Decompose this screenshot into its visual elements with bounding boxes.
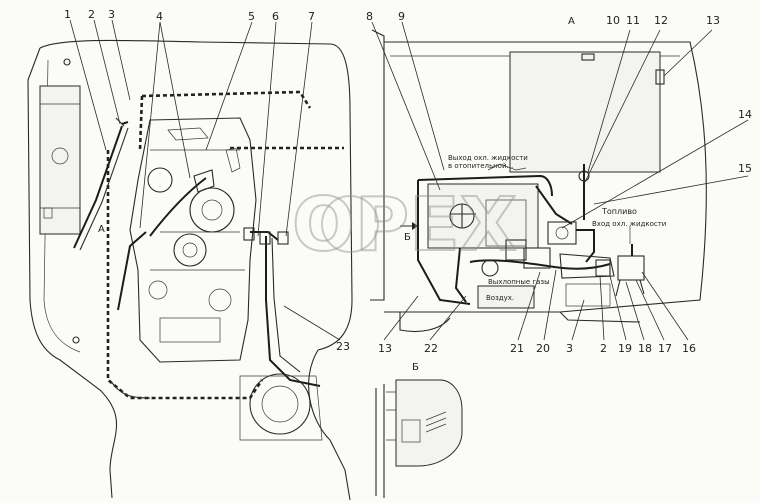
coolant-hose-left bbox=[73, 117, 129, 251]
callout-5: 5 bbox=[248, 10, 255, 23]
view-label-b-detail: Б bbox=[412, 362, 419, 373]
callout-22: 22 bbox=[424, 342, 438, 355]
callout-7: 7 bbox=[308, 10, 315, 23]
coolant-hose-center bbox=[117, 169, 215, 311]
callout-10: 10 bbox=[606, 14, 620, 27]
callout-13: 13 bbox=[706, 14, 720, 27]
section-arrow-b: Б bbox=[400, 222, 418, 243]
wheel-arch bbox=[239, 373, 323, 441]
label-coolant-out-2: в отопительной... bbox=[448, 162, 513, 170]
callout-2-bottom: 2 bbox=[600, 342, 607, 355]
callout-leaders-left bbox=[69, 19, 341, 341]
callout-1: 1 bbox=[64, 8, 71, 21]
label-coolant-out: Выход охл. жидкости bbox=[448, 154, 528, 162]
label-coolant-in: Вход охл. жидкости bbox=[592, 220, 666, 228]
callout-8: 8 bbox=[366, 10, 373, 23]
heater-housing-10 bbox=[509, 51, 665, 173]
callout-11: 11 bbox=[626, 14, 640, 27]
callout-12: 12 bbox=[654, 14, 668, 27]
callout-19: 19 bbox=[618, 342, 632, 355]
cab-outline-left bbox=[27, 39, 353, 501]
coolant-valve-assembly bbox=[595, 226, 645, 297]
callout-23: 23 bbox=[336, 340, 350, 353]
callout-18: 18 bbox=[638, 342, 652, 355]
label-exhaust: Выхлопные газы bbox=[488, 278, 550, 286]
view-label-b-arrow: Б bbox=[404, 232, 411, 243]
callout-leaders-right bbox=[371, 21, 749, 341]
preheater-assembly bbox=[417, 163, 573, 305]
watermark: OPEX bbox=[291, 181, 518, 269]
callout-4: 4 bbox=[156, 10, 163, 23]
watermark-text: OPEX bbox=[292, 182, 517, 268]
label-fuel: Топливо bbox=[601, 207, 637, 216]
callout-21: 21 bbox=[510, 342, 524, 355]
fuel-pump-14 bbox=[547, 221, 595, 263]
callout-17: 17 bbox=[658, 342, 672, 355]
callout-16: 16 bbox=[682, 342, 696, 355]
engine-frame bbox=[106, 90, 344, 400]
callout-3: 3 bbox=[108, 8, 115, 21]
callout-15: 15 bbox=[738, 162, 752, 175]
callout-9: 9 bbox=[398, 10, 405, 23]
callout-20: 20 bbox=[536, 342, 550, 355]
view-label-a-right: A bbox=[568, 16, 575, 27]
detail-view-b bbox=[375, 379, 463, 498]
coolant-line-11 bbox=[578, 164, 590, 220]
view-label-a-left: A bbox=[98, 224, 105, 235]
engine-body bbox=[129, 117, 257, 363]
callout-2: 2 bbox=[88, 8, 95, 21]
callout-13-bottom: 13 bbox=[378, 342, 392, 355]
callout-14: 14 bbox=[738, 108, 752, 121]
lower-pipework bbox=[454, 239, 615, 309]
callout-6: 6 bbox=[272, 10, 279, 23]
callout-3-bottom: 3 bbox=[566, 342, 573, 355]
heater-unit-left bbox=[39, 85, 81, 235]
callout-numbers: 1 2 3 4 5 6 7 8 9 10 11 12 13 14 15 23 1… bbox=[64, 8, 752, 355]
label-air: Воздух. bbox=[486, 294, 514, 302]
